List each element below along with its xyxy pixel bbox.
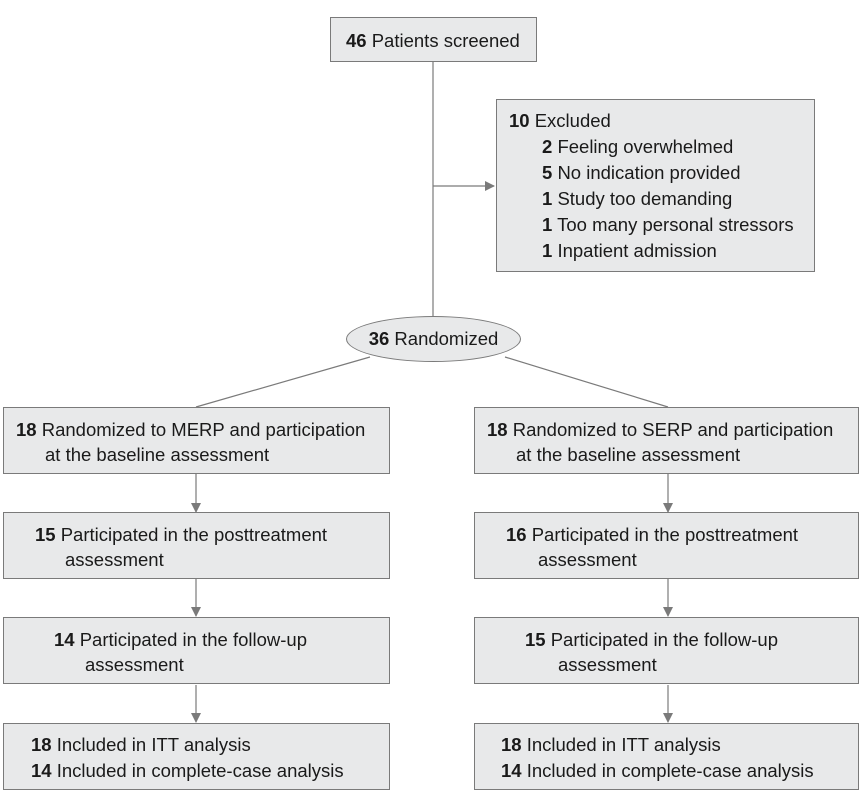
excluded-label: Excluded xyxy=(534,110,611,131)
reason-label: Study too demanding xyxy=(557,188,733,209)
serp-cc-line: 14 Included in complete-case analysis xyxy=(501,758,858,784)
merp-analysis-box: 18 Included in ITT analysis 14 Included … xyxy=(3,723,390,790)
randomized-ellipse: 36 Randomized xyxy=(346,316,521,362)
merp-baseline-count: 18 xyxy=(16,419,37,440)
serp-baseline-label: Randomized to SERP and participation xyxy=(512,419,834,440)
serp-itt-label: Included in ITT analysis xyxy=(526,734,721,755)
merp-cc-line: 14 Included in complete-case analysis xyxy=(31,758,389,784)
serp-post-label: Participated in the posttreatment xyxy=(531,524,799,545)
reason-count: 1 xyxy=(542,214,553,235)
reason-label: No indication provided xyxy=(557,162,741,183)
merp-baseline-label: Randomized to MERP and participation xyxy=(41,419,366,440)
serp-post-count: 16 xyxy=(506,524,527,545)
merp-itt-count: 18 xyxy=(31,734,52,755)
serp-baseline-cont: at the baseline assessment xyxy=(516,444,741,465)
merp-baseline-cont: at the baseline assessment xyxy=(45,444,270,465)
reason-count: 2 xyxy=(542,136,553,157)
merp-cc-count: 14 xyxy=(31,760,52,781)
screened-label: Patients screened xyxy=(371,30,520,51)
serp-baseline-count: 18 xyxy=(487,419,508,440)
merp-itt-line: 18 Included in ITT analysis xyxy=(31,732,389,758)
serp-cc-count: 14 xyxy=(501,760,522,781)
excluded-reason: 1 Inpatient admission xyxy=(509,238,814,264)
serp-baseline-box: 18 Randomized to SERP and participation … xyxy=(474,407,859,474)
serp-followup-cont: assessment xyxy=(558,654,657,675)
randomized-text: 36 Randomized xyxy=(369,328,499,350)
serp-followup-box: 15 Participated in the follow-up assessm… xyxy=(474,617,859,684)
serp-followup-label: Participated in the follow-up xyxy=(550,629,778,650)
merp-post-count: 15 xyxy=(35,524,56,545)
excluded-box: 10 Excluded 2 Feeling overwhelmed 5 No i… xyxy=(496,99,815,272)
merp-followup-line: 14 Participated in the follow-up xyxy=(54,627,389,652)
randomized-label: Randomized xyxy=(394,328,499,349)
serp-itt-count: 18 xyxy=(501,734,522,755)
merp-followup-box: 14 Participated in the follow-up assessm… xyxy=(3,617,390,684)
serp-post-line: 16 Participated in the posttreatment xyxy=(506,522,858,547)
serp-followup-line: 15 Participated in the follow-up xyxy=(525,627,858,652)
excluded-count: 10 xyxy=(509,110,530,131)
randomized-count: 36 xyxy=(368,328,390,349)
excluded-reason: 1 Study too demanding xyxy=(509,186,814,212)
merp-baseline-line: 18 Randomized to MERP and participation xyxy=(16,417,389,442)
reason-label: Too many personal stressors xyxy=(557,214,794,235)
excluded-reason: 1 Too many personal stressors xyxy=(509,212,814,238)
patients-screened-box: 46 Patients screened xyxy=(330,17,537,62)
serp-cc-label: Included in complete-case analysis xyxy=(526,760,814,781)
excluded-reason: 2 Feeling overwhelmed xyxy=(509,134,814,160)
reason-label: Feeling overwhelmed xyxy=(557,136,734,157)
merp-followup-label: Participated in the follow-up xyxy=(79,629,307,650)
serp-itt-line: 18 Included in ITT analysis xyxy=(501,732,858,758)
merp-cc-label: Included in complete-case analysis xyxy=(56,760,344,781)
serp-followup-count: 15 xyxy=(525,629,546,650)
screened-count: 46 xyxy=(346,30,367,51)
merp-followup-cont: assessment xyxy=(85,654,184,675)
reason-count: 1 xyxy=(542,240,553,261)
excluded-header: 10 Excluded xyxy=(509,108,814,134)
reason-label: Inpatient admission xyxy=(557,240,717,261)
randomized-to-serp-line xyxy=(504,356,669,408)
merp-post-box: 15 Participated in the posttreatment ass… xyxy=(3,512,390,579)
merp-itt-label: Included in ITT analysis xyxy=(56,734,251,755)
serp-post-cont: assessment xyxy=(538,549,637,570)
merp-followup-count: 14 xyxy=(54,629,75,650)
serp-post-box: 16 Participated in the posttreatment ass… xyxy=(474,512,859,579)
reason-count: 5 xyxy=(542,162,553,183)
merp-post-label: Participated in the posttreatment xyxy=(60,524,328,545)
merp-post-cont: assessment xyxy=(65,549,164,570)
excluded-reason: 5 No indication provided xyxy=(509,160,814,186)
reason-count: 1 xyxy=(542,188,553,209)
merp-post-line: 15 Participated in the posttreatment xyxy=(35,522,389,547)
randomized-to-merp-line xyxy=(195,356,371,408)
merp-baseline-box: 18 Randomized to MERP and participation … xyxy=(3,407,390,474)
serp-baseline-line: 18 Randomized to SERP and participation xyxy=(487,417,858,442)
serp-analysis-box: 18 Included in ITT analysis 14 Included … xyxy=(474,723,859,790)
